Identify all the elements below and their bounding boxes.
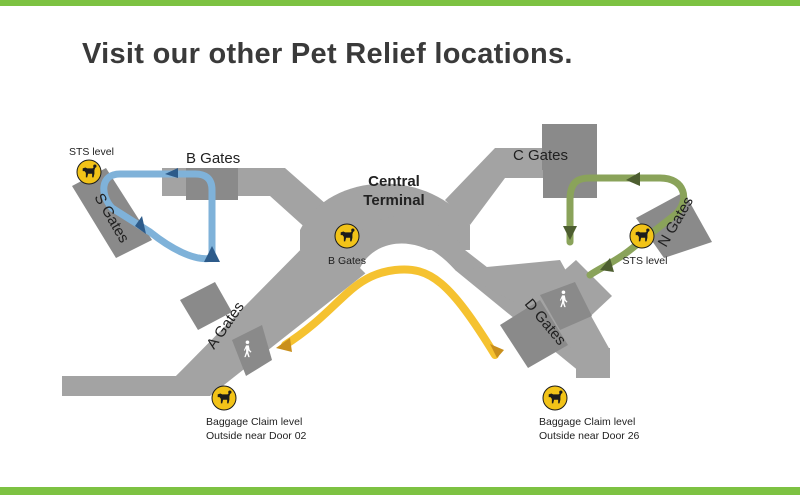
page-title: Visit our other Pet Relief locations. — [82, 38, 573, 70]
c-gates-label: C Gates — [513, 147, 568, 164]
route-green — [563, 172, 688, 279]
pet-relief-door-26: Baggage Claim level Outside near Door 26 — [539, 385, 640, 442]
top-accent-band — [0, 0, 800, 6]
door-02-line-2: Outside near Door 02 — [206, 430, 307, 442]
sts-east-label: STS level — [623, 255, 668, 267]
b-gates-marker-label: B Gates — [328, 255, 366, 267]
door-02-line-1: Baggage Claim level — [206, 416, 302, 428]
central-terminal-line-2: Terminal — [363, 192, 424, 209]
door-26-line-2: Outside near Door 26 — [539, 430, 640, 442]
pet-relief-door-02: Baggage Claim level Outside near Door 02 — [206, 385, 307, 442]
pet-relief-sts-west: STS level — [69, 146, 114, 185]
route-blue — [100, 168, 220, 263]
terminal-building — [62, 124, 712, 396]
pet-relief-sts-east: STS level — [623, 223, 668, 267]
sts-west-label: STS level — [69, 146, 114, 158]
route-yellow — [276, 265, 504, 359]
pet-relief-b-gates: B Gates — [328, 223, 366, 267]
b-gates-label: B Gates — [186, 150, 240, 167]
door-26-line-1: Baggage Claim level — [539, 416, 635, 428]
central-terminal-line-1: Central — [368, 173, 420, 190]
bottom-accent-band — [0, 487, 800, 495]
